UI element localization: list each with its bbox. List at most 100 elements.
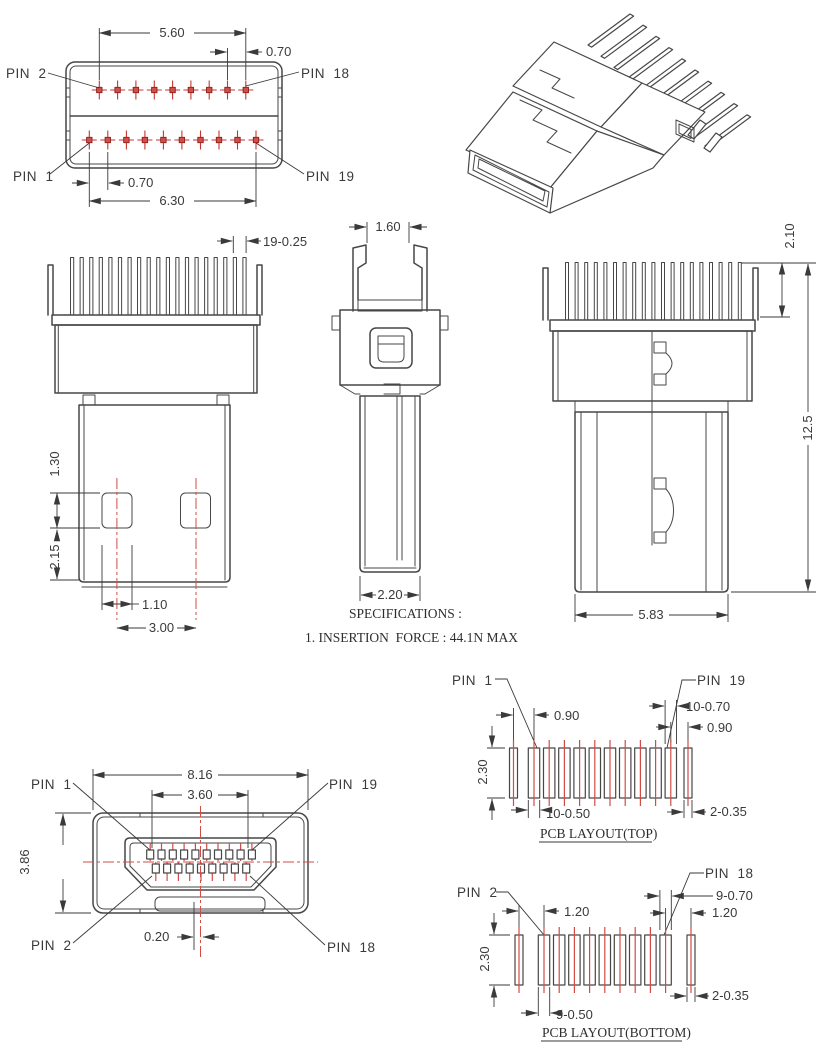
dim-hole-offset: 2.15 (47, 544, 62, 569)
pad-centerlines (512, 740, 689, 806)
head-body (339, 309, 441, 386)
side-posts (542, 267, 759, 321)
label-pin2: PIN 2 (6, 66, 47, 81)
dim-teeth-height: 2.10 (782, 223, 797, 248)
leader-pin2 (47, 72, 100, 89)
isometric-terminal-teeth (587, 13, 752, 153)
leader-pin1 (49, 142, 90, 175)
pcb-bottom-title: PCB LAYOUT(BOTTOM) (542, 1025, 691, 1040)
dim-pad-pitch: 10-0.50 (546, 806, 590, 821)
leader-pin19 (251, 782, 329, 851)
leader-pin18 (663, 872, 704, 936)
pcb-layout-top: 0.90 PIN 1 PIN 19 10-0.70 0.90 2.30 10-0… (452, 673, 747, 843)
label-pin19: PIN 19 (329, 777, 378, 792)
pcb-layout-bottom: PIN 2 PIN 18 1.20 9-0.70 1.20 2.30 9-0.5… (457, 866, 754, 1042)
plug-shell-inner (69, 65, 279, 165)
pad-row (514, 927, 696, 993)
signal-pads (527, 747, 678, 799)
label-pin2: PIN 2 (31, 938, 72, 953)
pcb-top-title: PCB LAYOUT(TOP) (540, 826, 657, 841)
label-pin1: PIN 1 (452, 673, 493, 688)
dim-end-offset-right: 0.90 (707, 720, 732, 735)
isometric-shield-side (600, 82, 706, 156)
front-view: 5.60 0.70 0.70 6.30 PIN 2 PIN 18 PIN 1 P… (6, 25, 354, 208)
terminal-teeth (565, 262, 742, 321)
pad-row (508, 740, 693, 806)
prong-left (352, 244, 367, 312)
contact-row-top (146, 843, 256, 861)
label-pin19: PIN 19 (697, 673, 746, 688)
isometric-front-face (467, 149, 554, 214)
specifications: SPECIFICATIONS : 1. INSERTION FORCE : 44… (305, 606, 518, 645)
shell-side-notches (65, 87, 283, 141)
rear-view: 2.10 12.5 5.83 (542, 223, 816, 622)
leader-pin19 (255, 142, 305, 175)
dim-pad-width: 9-0.70 (716, 888, 753, 903)
isometric-side-hole (675, 119, 695, 143)
pin-row-top (91, 80, 254, 100)
lower-body (78, 404, 231, 583)
dim-end-offset-right: 1.20 (712, 905, 737, 920)
leader-pin1 (72, 782, 151, 851)
isometric-view (465, 13, 752, 214)
side-posts (47, 264, 263, 316)
spec-title: SPECIFICATIONS : (349, 606, 462, 621)
pad-centerlines (518, 927, 692, 993)
dim-pitch-bottom: 0.70 (128, 175, 153, 190)
dim-total-height: 12.5 (800, 415, 815, 440)
end-pads (514, 934, 696, 986)
dim-span-top: 5.60 (159, 25, 184, 40)
d-opening-outer (124, 837, 277, 891)
shield-clips (653, 341, 674, 544)
label-pin2: PIN 2 (457, 885, 498, 900)
label-pin18: PIN 18 (301, 66, 350, 81)
dim-stem-width: 2.20 (377, 587, 402, 602)
pin-row-bottom (81, 130, 264, 150)
label-pin18: PIN 18 (705, 866, 754, 881)
dim-pad-height: 2.30 (475, 759, 490, 784)
label-pin1: PIN 1 (31, 777, 72, 792)
dim-hole-width: 1.10 (142, 597, 167, 612)
mating-face-view: 8.16 3.60 3.86 0.20 PIN 1 PIN 19 PIN 2 P… (17, 767, 378, 957)
dim-tip-width: 1.60 (375, 219, 400, 234)
lower-body (574, 411, 729, 593)
dim-shell-width: 8.16 (187, 767, 212, 782)
isometric-shield-seams (519, 69, 575, 154)
isometric-front-opening (472, 154, 550, 208)
leader-pin2 (496, 891, 545, 936)
dim-pad-width: 10-0.70 (686, 699, 730, 714)
hole-centerlines (116, 478, 197, 620)
leader-pin19 (666, 679, 696, 749)
dim-teeth: 19-0.25 (263, 234, 307, 249)
dim-hole-height: 1.30 (47, 451, 62, 476)
dim-end-offset-left: 0.90 (554, 708, 579, 723)
latch-window (369, 327, 413, 369)
d-opening-inner (129, 842, 272, 888)
bottom-tab (154, 896, 266, 912)
leader-pin1 (495, 678, 538, 749)
plug-shell-outline (65, 61, 283, 169)
dim-pad-pitch: 9-0.50 (556, 1007, 593, 1022)
dim-span-bottom: 6.30 (159, 193, 184, 208)
dim-offset: 0.20 (144, 929, 169, 944)
end-pads (508, 747, 693, 799)
leader-pin2 (72, 875, 153, 944)
label-pin18: PIN 18 (327, 940, 376, 955)
terminal-teeth (70, 257, 247, 316)
dim-pitch-top: 0.70 (266, 44, 291, 59)
stem-body (359, 395, 421, 573)
top-view: 19-0.25 1.30 2.15 1.10 3.00 (47, 234, 307, 635)
spec-line1: 1. INSERTION FORCE : 44.1N MAX (305, 630, 518, 645)
leader-pin18 (245, 71, 300, 87)
dim-shell-height: 3.86 (17, 849, 32, 874)
prong-right (413, 244, 428, 312)
side-view: 1.60 2.20 (331, 219, 449, 602)
dim-hole-spacing: 3.00 (149, 620, 174, 635)
dim-end-pads: 2-0.35 (710, 804, 747, 819)
dim-body-width: 5.83 (638, 607, 663, 622)
dim-contact-span: 3.60 (187, 787, 212, 802)
label-pin1: PIN 1 (13, 169, 54, 184)
